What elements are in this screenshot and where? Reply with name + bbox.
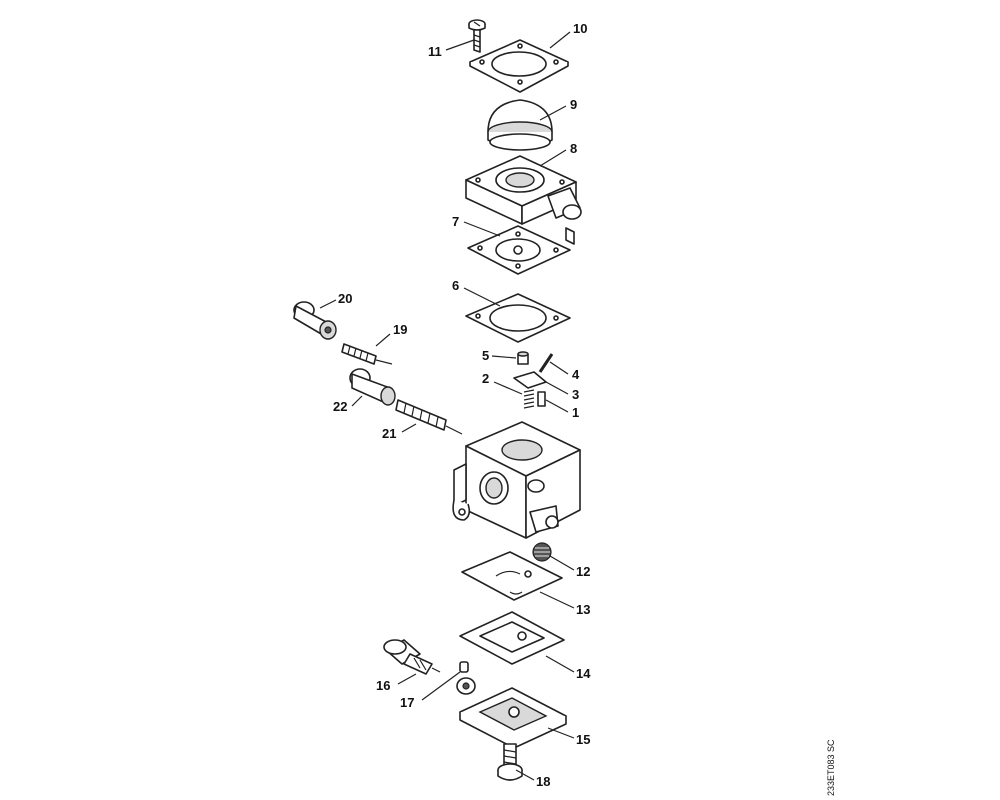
- callout-20[interactable]: 20: [338, 291, 352, 306]
- callout-12[interactable]: 12: [576, 564, 590, 579]
- part-20-cap: [293, 301, 337, 340]
- callout-21[interactable]: 21: [382, 426, 396, 441]
- callout-22[interactable]: 22: [333, 399, 347, 414]
- part-12-screen: [532, 542, 552, 562]
- part-10-cover-plate: [469, 39, 569, 93]
- callout-2[interactable]: 2: [482, 371, 489, 386]
- part-13-metering-diaphragm: [461, 551, 563, 601]
- part-11-screw: [468, 19, 486, 53]
- part-6-gasket: [465, 293, 571, 343]
- callout-3[interactable]: 3: [572, 387, 579, 402]
- callout-16[interactable]: 16: [376, 678, 390, 693]
- part-14-gasket: [459, 611, 565, 665]
- callout-8[interactable]: 8: [570, 141, 577, 156]
- part-17-ring: [459, 661, 469, 673]
- callout-15[interactable]: 15: [576, 732, 590, 747]
- part-2-spring: [523, 389, 535, 409]
- callout-labels: 1 2 3 4 5 6 7 8 9 10 11 12 13 14 15 16 1…: [333, 21, 591, 789]
- part-9-primer-bulb: [487, 99, 553, 151]
- callout-19[interactable]: 19: [393, 322, 407, 337]
- callout-7[interactable]: 7: [452, 214, 459, 229]
- part-18-screw: [497, 743, 523, 781]
- part-7-diaphragm: [467, 225, 571, 275]
- part-5-valve: [517, 351, 529, 365]
- part-15-metering-cover: [456, 677, 567, 749]
- part-21-adjusting-screw: [395, 399, 463, 435]
- callout-14[interactable]: 14: [576, 666, 591, 681]
- part-4-pin: [538, 353, 554, 373]
- part-19-adjusting-screw: [341, 343, 393, 365]
- callout-6[interactable]: 6: [452, 278, 459, 293]
- callout-4[interactable]: 4: [572, 367, 580, 382]
- part-22-cap: [349, 368, 396, 406]
- part-1-needle: [537, 391, 546, 407]
- callout-18[interactable]: 18: [536, 774, 550, 789]
- callout-17[interactable]: 17: [400, 695, 414, 710]
- leader-lines: [319, 31, 575, 781]
- carburetor-body: [452, 421, 581, 539]
- part-3-lever: [513, 371, 547, 389]
- callout-5[interactable]: 5: [482, 348, 489, 363]
- part-16-plug: [383, 639, 441, 675]
- callout-13[interactable]: 13: [576, 602, 590, 617]
- drawing-code: 233ET083 SC: [826, 739, 836, 796]
- callout-1[interactable]: 1: [572, 405, 579, 420]
- part-8-pump-body: [465, 155, 582, 245]
- callout-9[interactable]: 9: [570, 97, 577, 112]
- callout-10[interactable]: 10: [573, 21, 587, 36]
- callout-11[interactable]: 11: [428, 44, 442, 59]
